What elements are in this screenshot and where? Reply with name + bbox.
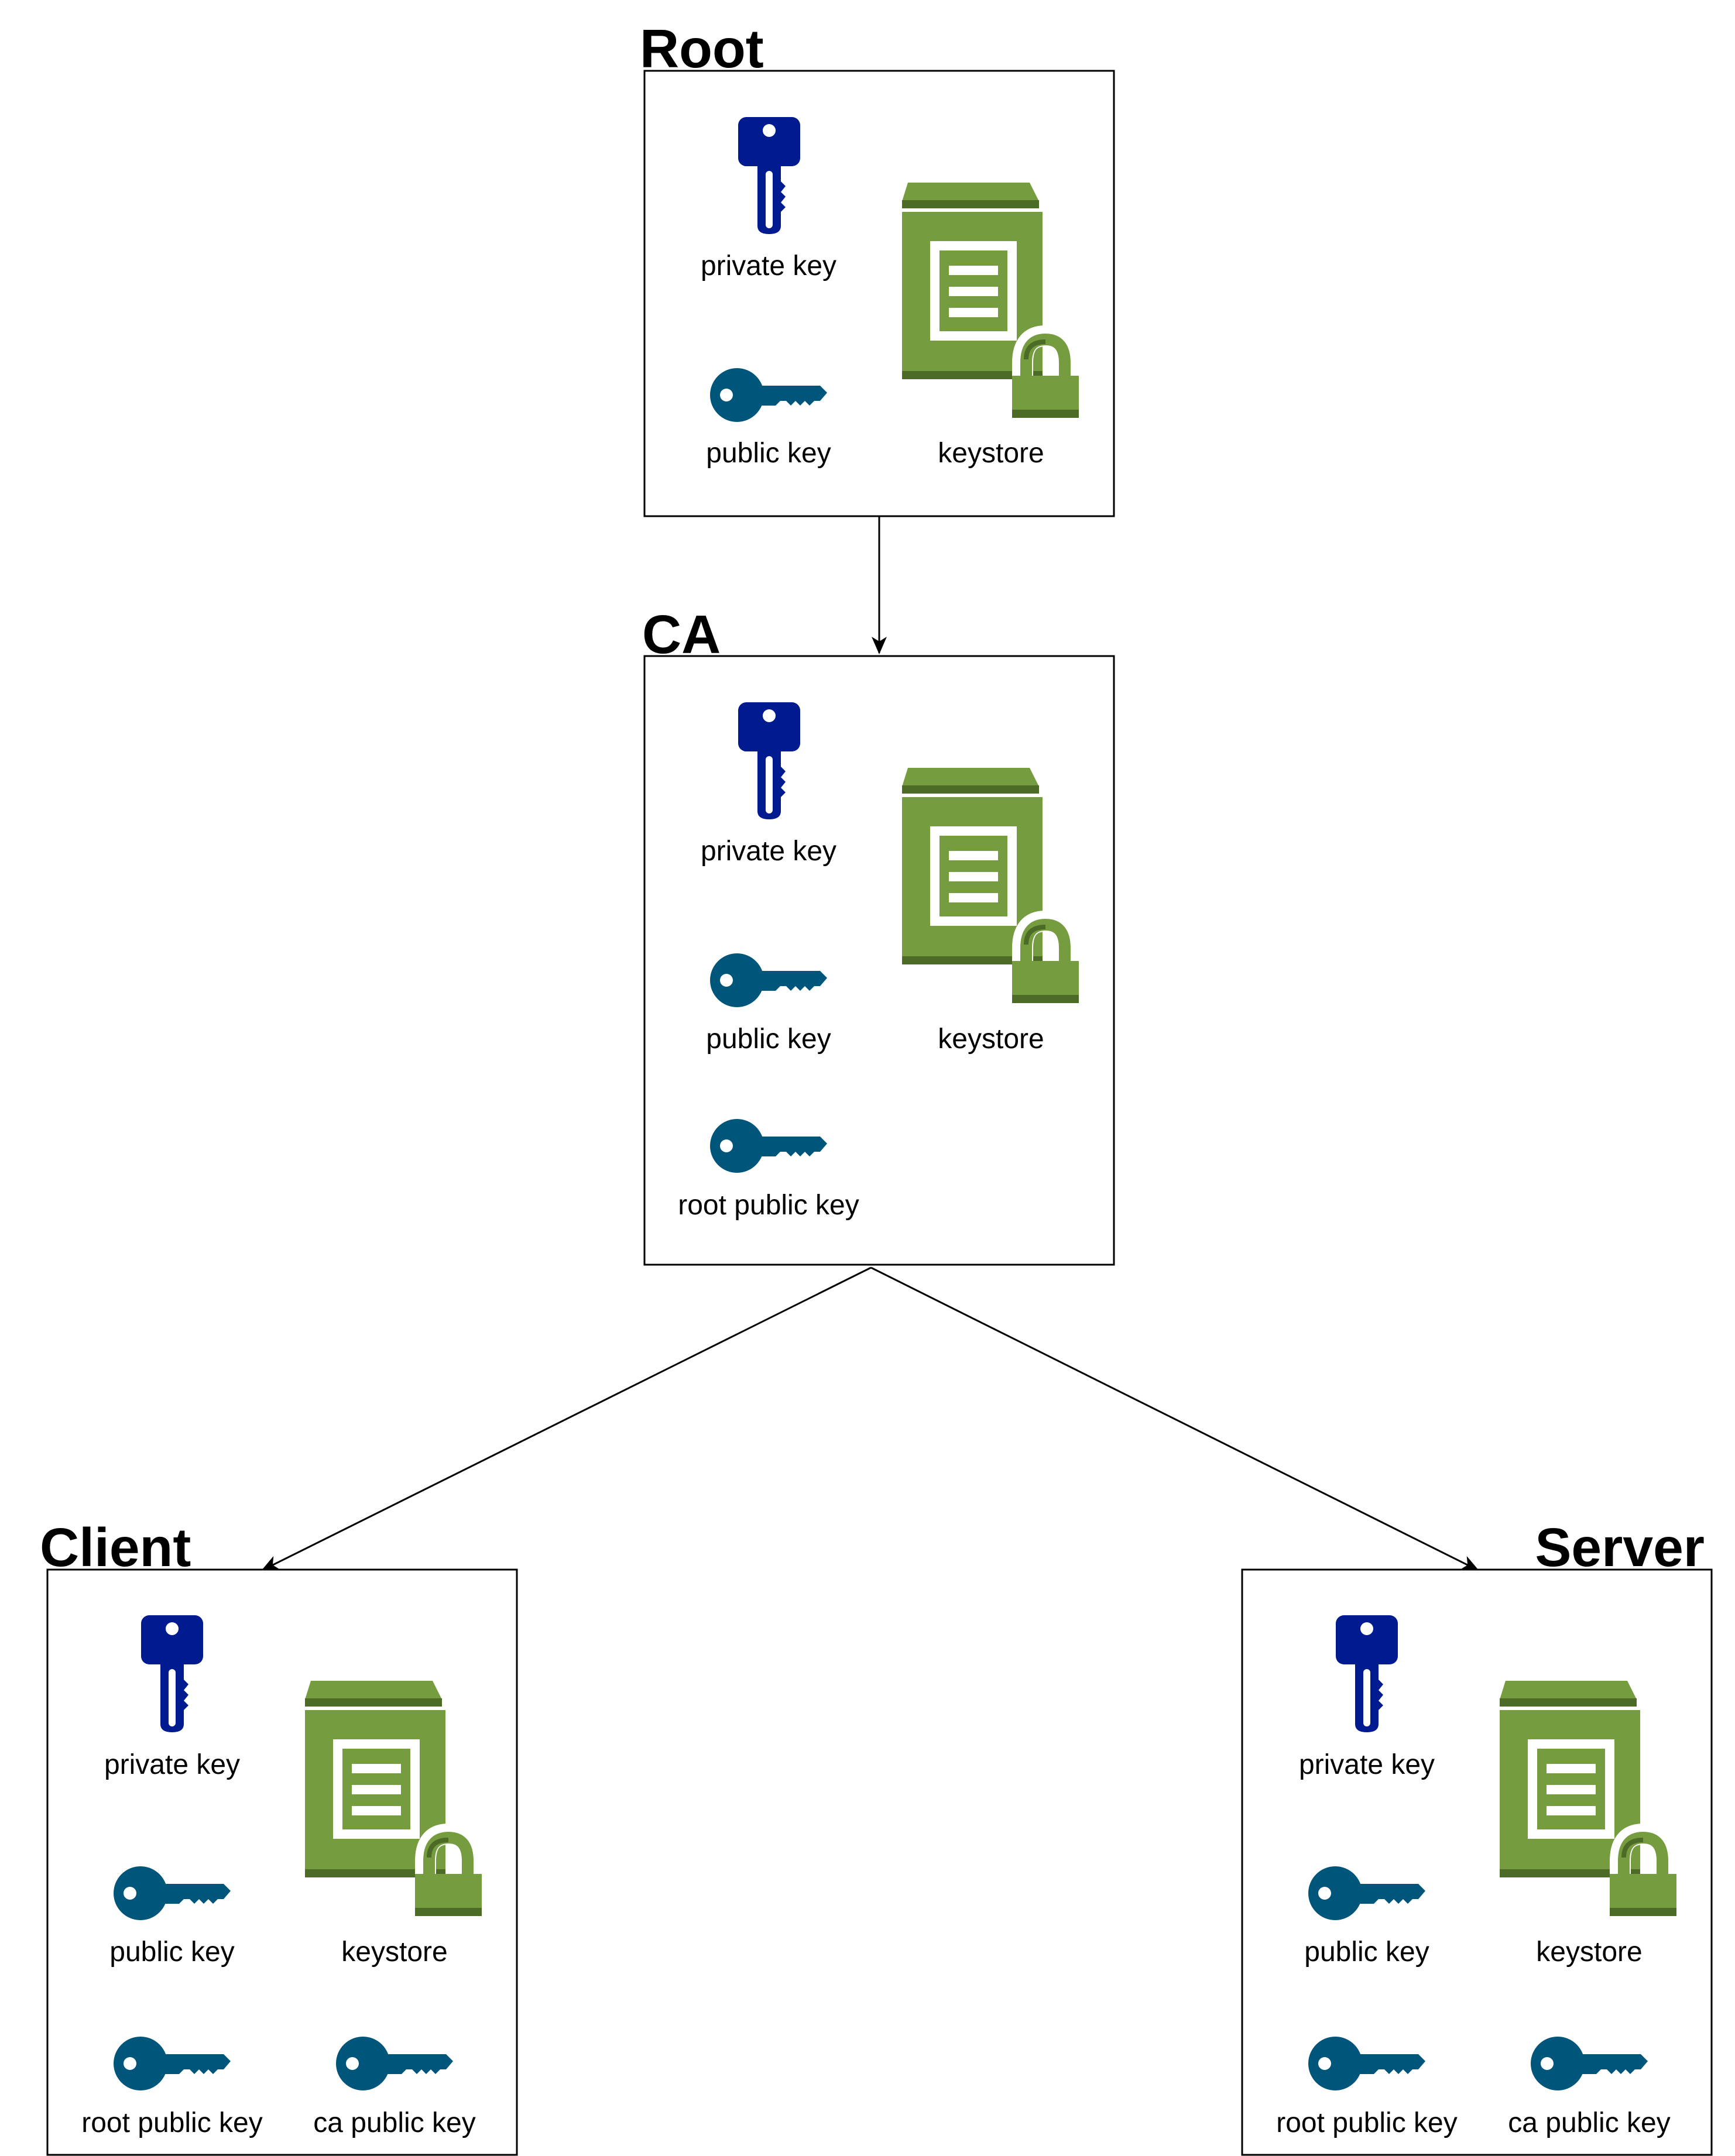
public-key-label: public key [109,1937,234,1968]
keystore-label: keystore [1536,1937,1642,1968]
node-server: Server private key public key keystore r… [1241,1517,1713,2156]
node-client: Client private key public key keystore r… [40,1517,518,2156]
keystore-label: keystore [341,1937,447,1968]
node-ca: CA private key public key keystore root … [642,604,1115,1266]
edge-ca-to-server [870,1266,1479,1571]
node-title-root: Root [640,18,764,79]
public-key-label: public key [706,438,831,469]
root-public-key-label: root public key [678,1190,859,1221]
node-box-ca [643,655,1115,1266]
root-public-key-label: root public key [1276,2107,1458,2138]
public-key-label: public key [706,1024,831,1055]
private-key-label: private key [701,250,836,281]
node-title-client: Client [40,1517,191,1578]
ca-public-key-label: ca public key [1508,2107,1670,2138]
edge-ca-to-client [261,1266,872,1571]
keystore-label: keystore [938,1024,1044,1055]
public-key-label: public key [1304,1937,1429,1968]
node-title-ca: CA [642,604,721,665]
private-key-label: private key [104,1749,240,1780]
node-title-server: Server [1535,1517,1705,1578]
private-key-label: private key [1299,1749,1435,1780]
ca-public-key-label: ca public key [313,2107,475,2138]
keystore-label: keystore [938,438,1044,469]
root-public-key-label: root public key [81,2107,263,2138]
edges [261,516,1479,1571]
private-key-label: private key [701,836,836,867]
node-root: Root private key public key keystore [640,18,1115,517]
